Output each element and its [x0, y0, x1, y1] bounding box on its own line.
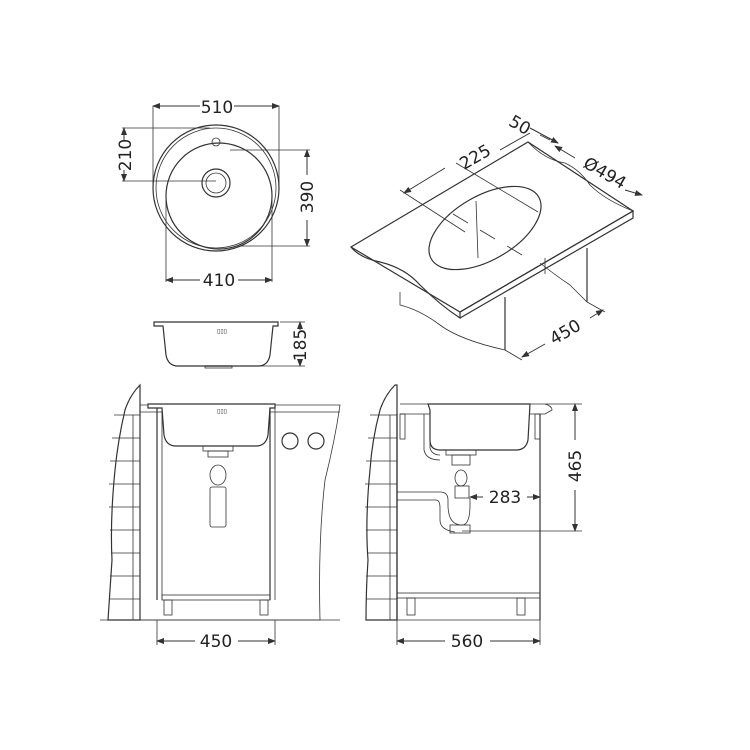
dim-cabinet-width: 450 — [200, 632, 232, 652]
dim-drain-offset: 210 — [116, 139, 136, 171]
dim-depth: 185 — [291, 329, 311, 361]
top-view: 510 410 390 210 — [116, 98, 318, 291]
svg-text:▯▯▯: ▯▯▯ — [217, 329, 227, 335]
dim-cabinet-depth: 450 — [546, 316, 584, 350]
tap-hole — [211, 137, 221, 147]
dim-trap-height: 465 — [566, 450, 586, 482]
dim-setback: 50 — [505, 112, 534, 140]
svg-text:▯▯▯: ▯▯▯ — [217, 409, 227, 415]
isometric-view: 225 50 Ø494 450 — [349, 112, 643, 361]
drain-outlet — [201, 168, 231, 198]
dim-overall-width: 510 — [201, 98, 233, 118]
dim-cabinet-depth: 560 — [451, 632, 483, 652]
dim-bowl-width: 410 — [203, 271, 235, 291]
side-installation-view: 283 465 560 — [365, 384, 586, 652]
socket-icon — [281, 432, 299, 450]
front-installation-view: ▯▯▯ 450 — [100, 383, 341, 652]
cutout — [428, 185, 542, 271]
dim-bowl-depth: 390 — [298, 181, 318, 213]
dim-drain-offset: 283 — [489, 488, 521, 508]
socket-icon — [307, 432, 325, 450]
side-profile: ▯▯▯ 185 — [153, 321, 311, 369]
